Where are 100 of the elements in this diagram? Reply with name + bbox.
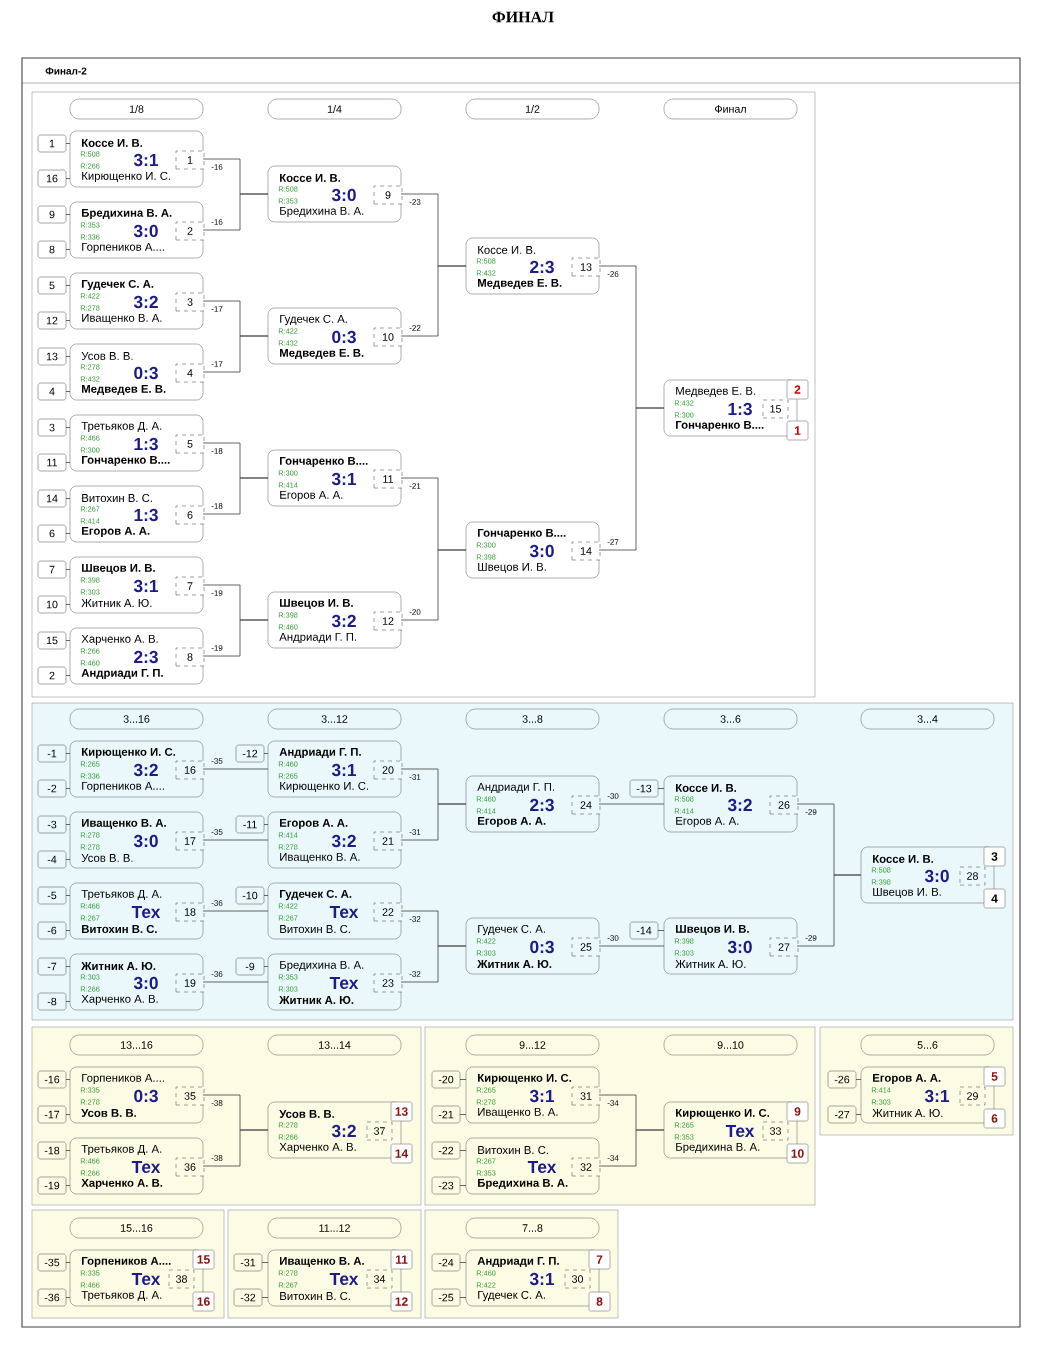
seed-box: 2 [37, 666, 67, 685]
title: ФИНАЛ [492, 11, 554, 23]
match-number: 38 [168, 1269, 195, 1289]
place-box: 14 [390, 1143, 413, 1164]
seed-box: -32 [233, 1288, 263, 1307]
seed-box: -31 [233, 1253, 263, 1272]
edge-label: -34 [606, 1154, 620, 1162]
round-header: 15...16 [69, 1217, 204, 1239]
seed-box: -20 [431, 1070, 461, 1089]
player-name: Усов В. В. [81, 1109, 136, 1117]
place-box: 1 [786, 420, 809, 441]
match-box [69, 414, 204, 472]
match-box [267, 811, 402, 869]
score: 2:3 [530, 798, 554, 812]
player-name: Горпеников А.... [82, 1073, 164, 1085]
seed-box: 9 [37, 205, 67, 224]
match-number: 14 [571, 541, 601, 561]
score: Тех [329, 1272, 359, 1286]
seed-box: -26 [827, 1070, 857, 1089]
connector-line [65, 788, 71, 789]
player-name: Горпеников А.... [82, 781, 164, 793]
seed-box: -3 [37, 815, 67, 834]
player-name: Иващенко В. А. [280, 853, 360, 864]
player-name: Горпеников А.... [82, 242, 164, 254]
edge-label: -18 [210, 447, 224, 455]
player-name: Бредихина В. А. [478, 1178, 568, 1190]
match-box [69, 130, 204, 188]
place-box: 9 [786, 1101, 809, 1122]
player-name: Иващенко В. А. [82, 313, 162, 325]
seed-box: -35 [37, 1253, 67, 1272]
round-header: 3...16 [69, 708, 204, 730]
connector-line [261, 1262, 269, 1263]
score: 3:2 [133, 763, 158, 777]
seed-box: -1 [37, 744, 67, 763]
connector-line [263, 753, 269, 754]
edge-label: -35 [210, 757, 224, 765]
connector-line [400, 803, 467, 841]
match-number: 7 [175, 576, 205, 596]
match-box [465, 521, 600, 579]
score: Тех [131, 905, 161, 919]
place-box: 4 [983, 888, 1006, 909]
match-box [69, 882, 204, 940]
place-box: 11 [390, 1249, 413, 1270]
seed-box: -11 [235, 815, 265, 834]
connector-line [65, 569, 71, 570]
score: 0:3 [134, 1089, 158, 1103]
connector-line [65, 859, 71, 860]
edge-label: -34 [606, 1099, 620, 1107]
edge-label: -29 [804, 934, 818, 942]
player-name: Бредихина В. А. [280, 206, 364, 218]
edge-label: -35 [210, 828, 224, 836]
connector-line [855, 1079, 862, 1080]
player-name: Третьяков Д. А. [81, 1290, 162, 1302]
connector-line [261, 1297, 269, 1298]
seed-box: 14 [37, 489, 67, 508]
connector-line [65, 462, 71, 463]
connector-line [65, 895, 71, 896]
player-name: Коссе И. В. [280, 174, 340, 182]
connector-line [796, 874, 862, 947]
seed-box: -24 [431, 1253, 461, 1272]
seed-box: -17 [37, 1105, 67, 1124]
edge-label: -22 [408, 324, 422, 332]
edge-label: -19 [210, 644, 224, 652]
player-name: Гудечек С. А. [478, 924, 545, 936]
player-name: Медведев Е. В. [478, 278, 562, 290]
connector-line [65, 1185, 71, 1186]
match-box [267, 953, 402, 1011]
score: 2:3 [530, 260, 554, 274]
connector-line [598, 1129, 665, 1167]
seed-box: -18 [37, 1141, 67, 1160]
player-name: Витохин В. С. [280, 925, 350, 933]
match-number: 28 [959, 866, 986, 886]
player-name: Швецов И. В. [82, 564, 155, 575]
seed-box: 13 [37, 347, 67, 366]
connector-line [400, 265, 467, 337]
score: 0:3 [530, 940, 554, 954]
player-name: Усов В. В. [81, 854, 133, 862]
place-box: 6 [983, 1108, 1006, 1129]
player-name: Житник А. Ю. [279, 996, 354, 1004]
connector-line [459, 1150, 467, 1151]
match-number: 33 [762, 1121, 789, 1141]
seed-box: -25 [431, 1288, 461, 1307]
player-name: Кирющенко И. С. [82, 747, 176, 759]
connector-line [202, 981, 269, 983]
match-number: 30 [564, 1269, 591, 1289]
player-name: Швецов И. В. [873, 888, 941, 899]
player-name: Гончаренко В.... [478, 528, 566, 540]
edge-label: -32 [408, 915, 422, 923]
round-header: 1/2 [465, 98, 600, 120]
player-name: Кирющенко И. С. [280, 781, 369, 793]
edge-label: -36 [210, 970, 224, 978]
seed-box: 6 [37, 524, 67, 543]
score: 3:0 [133, 834, 158, 848]
match-number: 4 [175, 363, 205, 383]
connector-line [263, 895, 269, 896]
score: 3:2 [727, 798, 752, 812]
round-header: 3...4 [860, 708, 995, 730]
match-number: 17 [175, 831, 205, 851]
match-number: 27 [769, 937, 799, 957]
seed-box: -36 [37, 1288, 67, 1307]
